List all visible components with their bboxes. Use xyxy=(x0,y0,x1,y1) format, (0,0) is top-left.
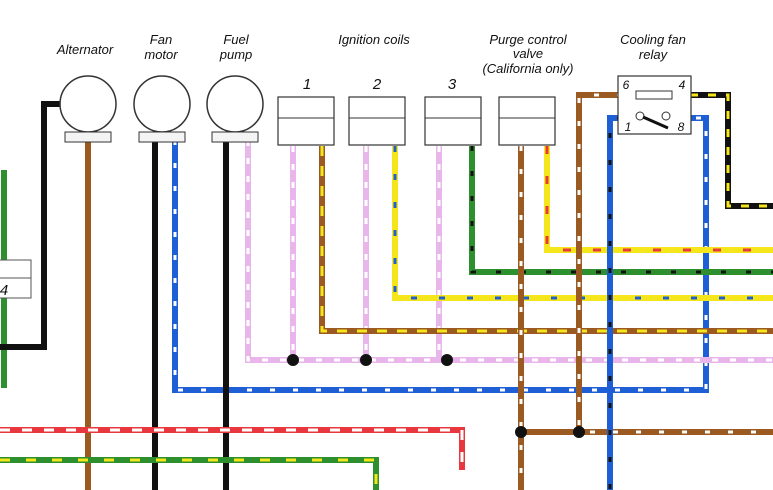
splices xyxy=(287,354,585,438)
bottom-red-white-wire xyxy=(0,427,465,470)
relay-switch-contact xyxy=(642,115,669,130)
coil3-green-black-wire xyxy=(469,146,773,275)
splice-dot xyxy=(287,354,299,366)
coil-number-1: 1 xyxy=(303,76,311,93)
coil1-brown-yellow-wire xyxy=(319,146,773,334)
ignition-coil-2 xyxy=(348,96,406,146)
alternator-label: Alternator xyxy=(56,42,114,57)
labels: Alternator Fan motor Fuel pump Ignition … xyxy=(56,32,686,93)
connector-pin-label: 4 xyxy=(0,282,8,299)
alternator-black-wire xyxy=(0,101,60,350)
splice-dot xyxy=(573,426,585,438)
fan-motor xyxy=(133,75,191,143)
relay-pin-8: 8 xyxy=(678,120,685,134)
splice-dot xyxy=(360,354,372,366)
fan-motor-label: Fan xyxy=(150,32,172,47)
cooling-fan-relay-label: relay xyxy=(639,47,669,62)
cooling-fan-relay-label: Cooling fan xyxy=(620,32,686,47)
cooling-fan-relay: 6 4 1 8 xyxy=(617,75,692,135)
purge-valve-label: (California only) xyxy=(482,61,573,76)
pink-white-wires xyxy=(245,140,773,363)
ignition-coil-3 xyxy=(424,96,482,146)
ignition-coil-1 xyxy=(277,96,335,146)
relay-pin-6: 6 xyxy=(623,78,630,92)
fuel-pump-label: pump xyxy=(219,47,253,62)
wires xyxy=(0,92,773,490)
coil2-yellow-blue-wire xyxy=(392,146,773,301)
left-connector: 4 xyxy=(0,259,32,299)
purge-yellow-red-wire xyxy=(544,146,773,253)
splice-dot xyxy=(441,354,453,366)
relay4-black-yellow-wire xyxy=(690,92,773,209)
coil-number-2: 2 xyxy=(372,76,382,93)
splice-dot xyxy=(515,426,527,438)
relay6-brown-white-wire xyxy=(576,92,773,435)
fuel-pump xyxy=(206,75,264,143)
fuel-pump-label: Fuel xyxy=(223,32,249,47)
coil-number-3: 3 xyxy=(448,76,457,93)
ignition-coils-label: Ignition coils xyxy=(338,32,410,47)
purge-control-valve xyxy=(498,96,556,146)
purge-valve-label: valve xyxy=(513,46,543,61)
fan-motor-label: motor xyxy=(144,47,178,62)
fan-motor-blue-white-wire xyxy=(172,115,709,393)
bottom-green-yellow-wire xyxy=(0,457,379,490)
purge-valve-label: Purge control xyxy=(489,32,567,47)
alternator xyxy=(59,75,117,143)
relay-pin-4: 4 xyxy=(679,78,686,92)
relay-pin-1: 1 xyxy=(625,120,632,134)
